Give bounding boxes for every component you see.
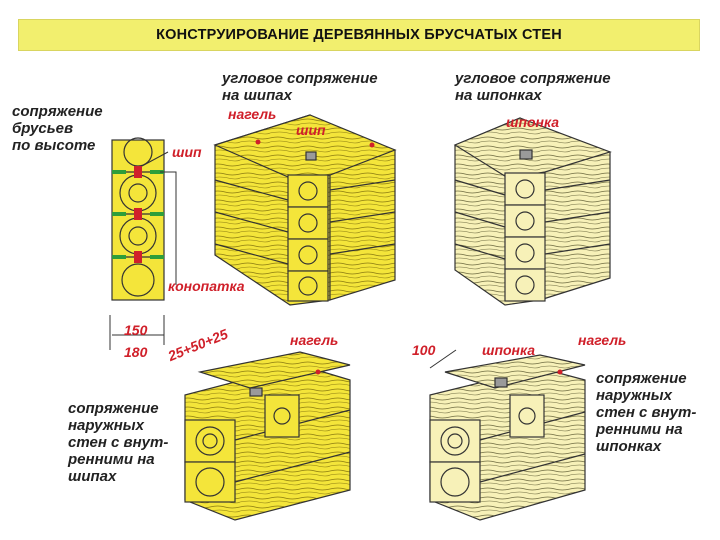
dimension-100: 100 (412, 342, 436, 358)
callout-ship-1: шип (296, 122, 326, 138)
leader-lines (109, 151, 457, 369)
corner-tenon-block (213, 114, 397, 306)
label-ext-int-keys: сопряжение наружных стен с внут- ренними… (596, 370, 697, 455)
corner-key-block (453, 117, 612, 306)
ext-int-key-block (429, 354, 586, 521)
label-ext-int-tenons: сопряжение наружных стен с внут- ренними… (68, 400, 169, 485)
label-height-joint: сопряжение брусьев по высоте (12, 103, 103, 154)
dimension-180: 180 (124, 344, 148, 360)
callout-ship-2: шип (172, 144, 202, 160)
callout-shponka-1: шпонка (506, 114, 560, 130)
callout-konopatka: конопатка (168, 278, 245, 294)
dimension-150: 150 (124, 322, 148, 338)
title-bar: КОНСТРУИРОВАНИЕ ДЕРЕВЯННЫХ БРУСЧАТЫХ СТЕ… (18, 19, 700, 51)
ext-int-tenon-block (184, 351, 351, 521)
callout-nagel-1: нагель (228, 106, 277, 122)
callout-nagel-3: нагель (578, 332, 627, 348)
page-title: КОНСТРУИРОВАНИЕ ДЕРЕВЯННЫХ БРУСЧАТЫХ СТЕ… (156, 27, 562, 43)
callout-nagel-2: нагель (290, 332, 339, 348)
beam-stack-section (111, 137, 165, 301)
label-corner-keys: угловое сопряжение на шпонках (455, 70, 611, 104)
label-corner-tenons: угловое сопряжение на шипах (222, 70, 378, 104)
callout-shponka-2: шпонка (482, 342, 536, 358)
